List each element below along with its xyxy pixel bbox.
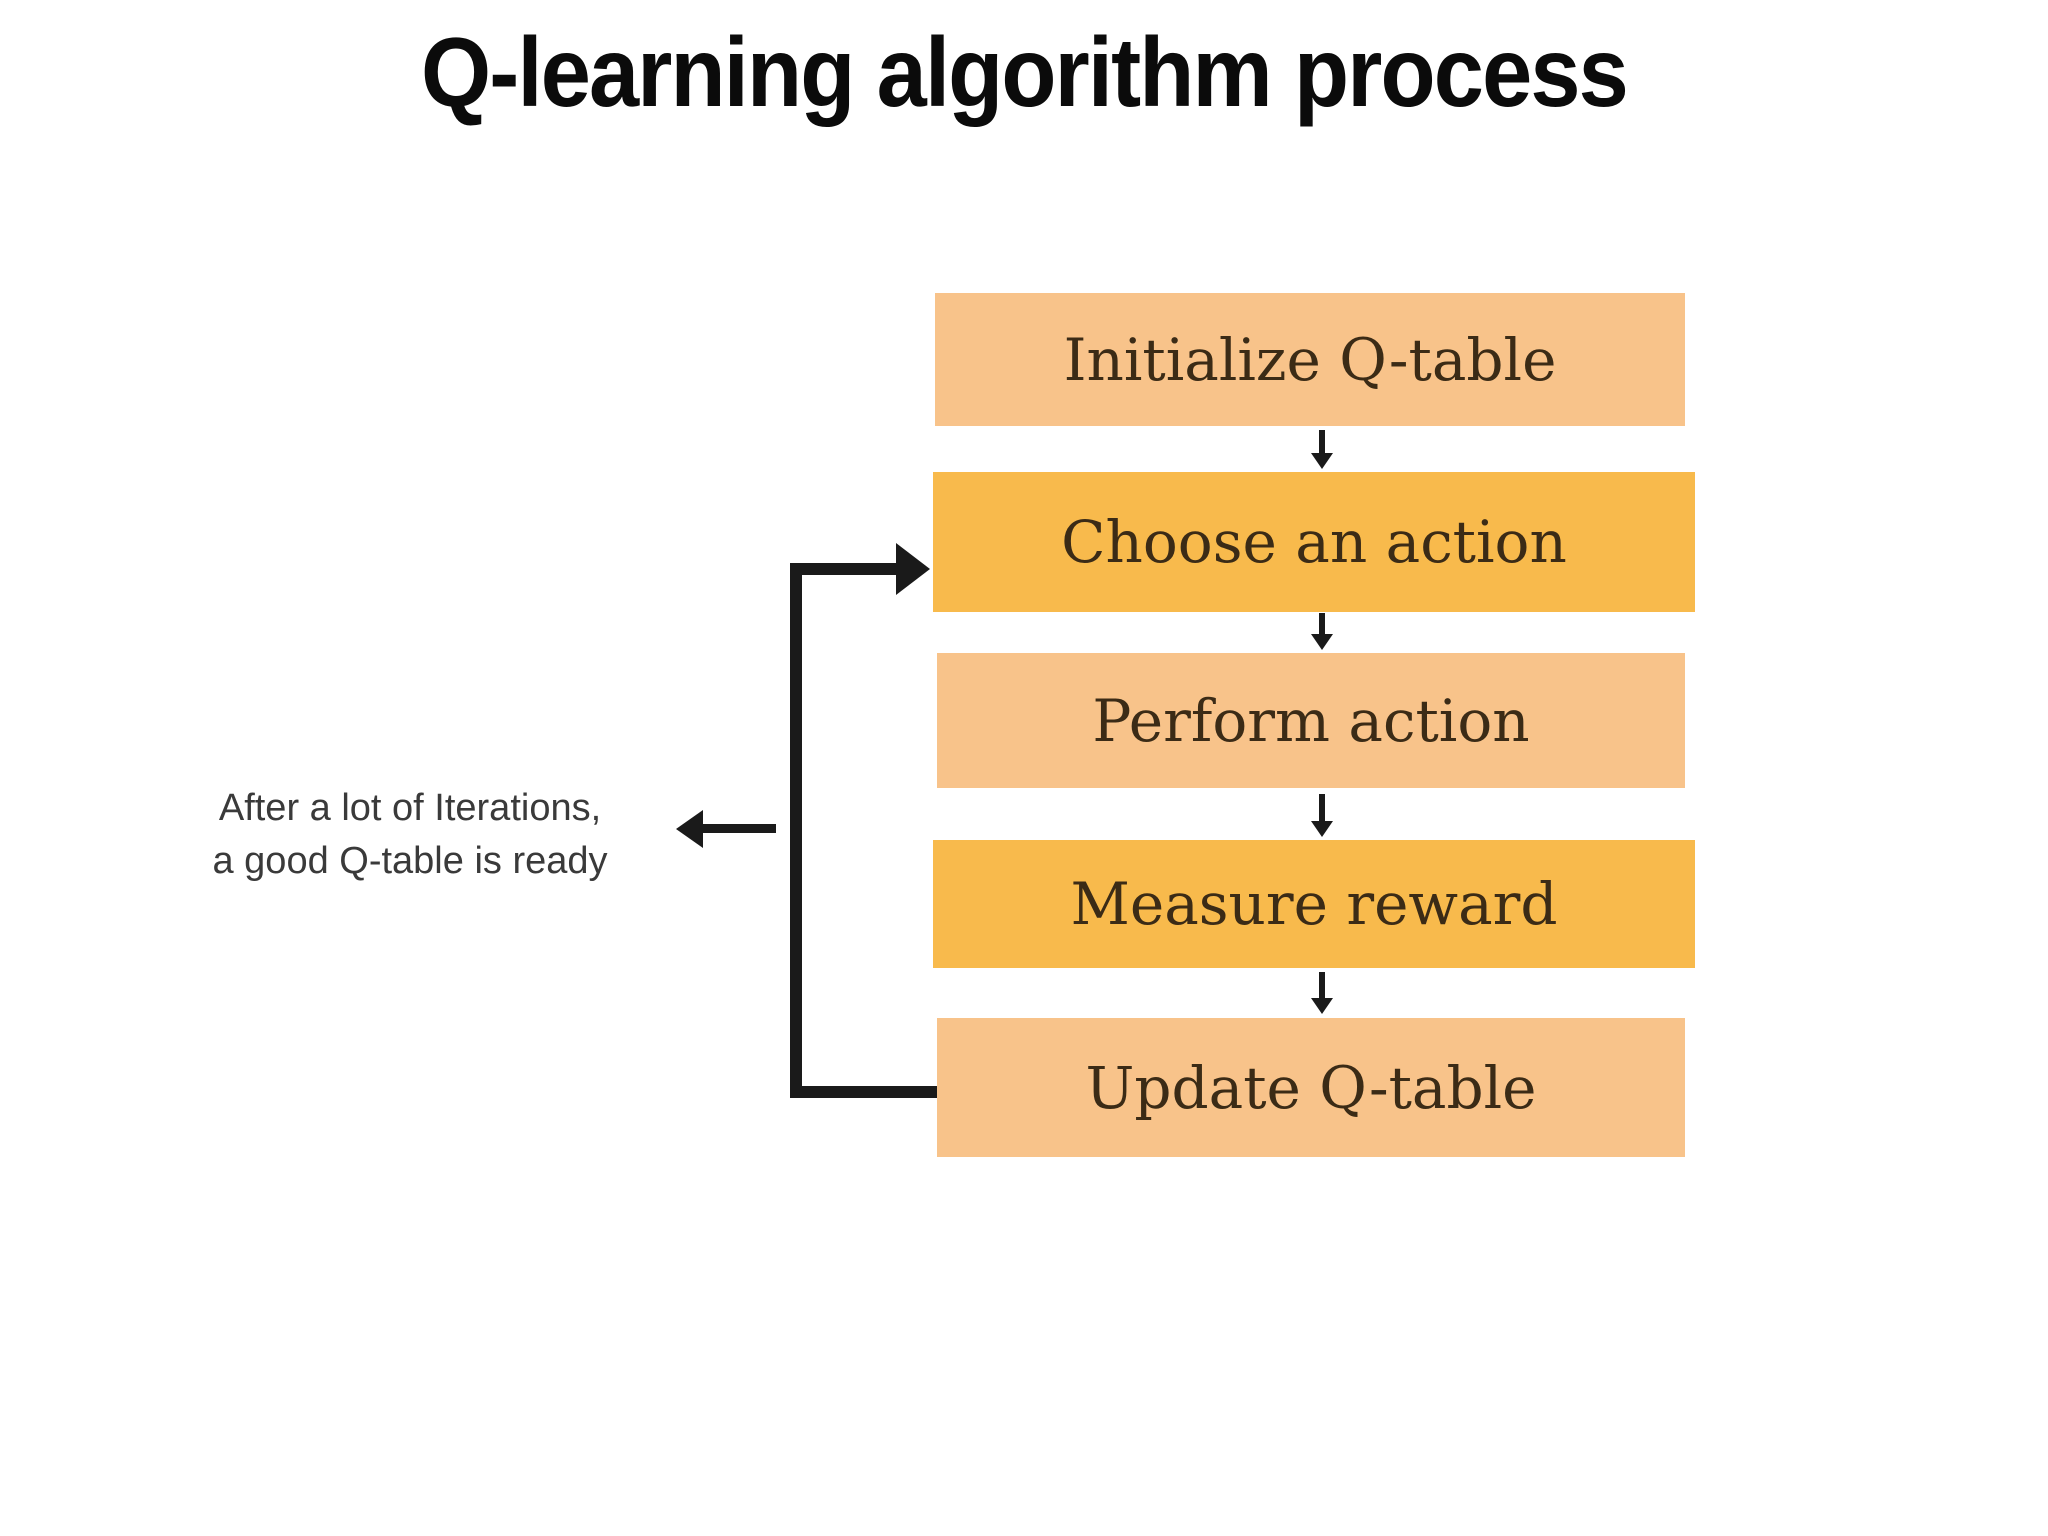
step-update-q-table: Update Q-table [937,1018,1685,1157]
arrow-head [1311,821,1333,837]
loop-arrow-bottom-line [790,1086,937,1098]
step-choose-an-action: Choose an action [933,472,1695,612]
step-label: Update Q-table [1085,1053,1537,1122]
arrow-head [1311,634,1333,650]
loop-annotation-line1: After a lot of Iterations, [218,787,602,829]
exit-arrow-tail [700,824,776,833]
down-arrow-icon [1304,430,1340,470]
arrow-stem [1319,972,1325,999]
arrow-stem [1319,794,1325,822]
loop-arrow-vertical-line [790,563,802,1098]
arrow-head [1311,998,1333,1014]
left-arrow-icon [676,810,703,848]
down-arrow-icon [1304,972,1340,1015]
step-label: Initialize Q-table [1063,325,1557,394]
step-initialize-q-table: Initialize Q-table [935,293,1685,426]
arrow-stem [1319,430,1325,454]
step-label: Measure reward [1070,870,1558,938]
arrow-stem [1319,613,1325,635]
loop-annotation: After a lot of Iterations, a good Q-tabl… [170,782,650,888]
step-measure-reward: Measure reward [933,840,1695,968]
step-perform-action: Perform action [937,653,1685,788]
arrow-head [1311,453,1333,469]
step-label: Choose an action [1061,508,1567,576]
loop-annotation-line2: a good Q-table is ready [212,840,608,882]
down-arrow-icon [1304,613,1340,651]
page-title: Q-learning algorithm process [421,17,1629,127]
down-arrow-icon [1304,794,1340,838]
loop-arrow-top-line [790,563,900,575]
step-label: Perform action [1092,686,1530,755]
loop-arrow-right-head-icon [896,543,930,595]
